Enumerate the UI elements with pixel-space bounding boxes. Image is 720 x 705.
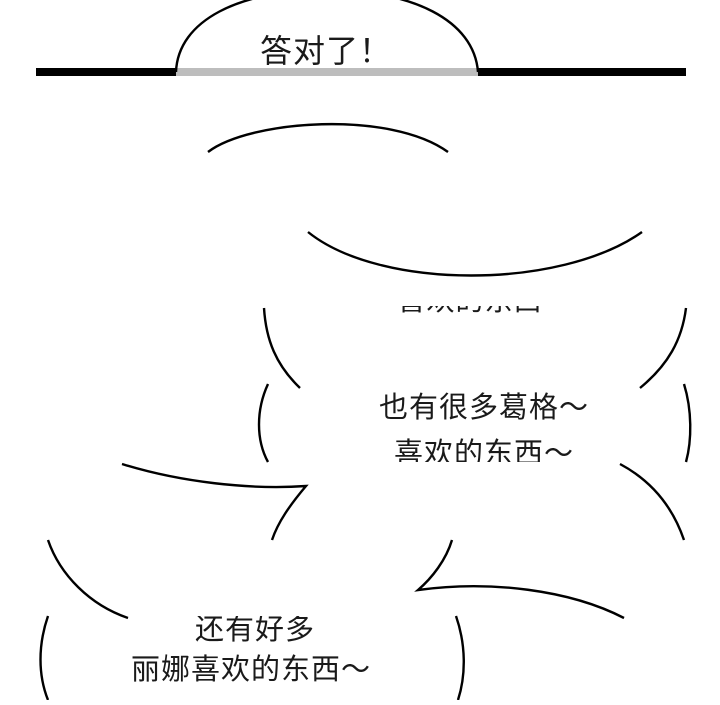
bubble-arc-b-right: [639, 307, 688, 389]
middle-bubble-line2-clip: 喜欢的东西～: [370, 432, 598, 462]
top-rule-right: [478, 68, 686, 76]
bottom-bubble-line2: 丽娜喜欢的东西～: [130, 652, 371, 686]
bubble-arc-e-left: [46, 539, 129, 620]
bottom-bubble-line1-clip: 还有好多: [170, 616, 340, 646]
bubble-arc-f-right: [454, 615, 465, 701]
upper-hidden-fragment: 喜欢的东西: [360, 306, 580, 318]
top-bubble-outline: [174, 0, 480, 73]
middle-bubble-line1: 也有很多葛格～: [378, 390, 589, 424]
bubble-arc-c-right: [682, 383, 692, 463]
bubble-arc-a-top: [207, 122, 449, 153]
top-bubble-text: 答对了！: [259, 32, 392, 70]
top-rule-left: [36, 68, 176, 76]
middle-bubble-line2: 喜欢的东西～: [393, 436, 574, 462]
bubble-arc-a-bottom: [307, 231, 643, 277]
bubble-arc-b-left: [262, 307, 301, 389]
bubble-arc-f-left: [39, 615, 50, 701]
bubble-arc-c-left: [257, 383, 270, 463]
bubble-tail-lower: [414, 539, 625, 620]
bottom-bubble-line1: 还有好多: [194, 616, 315, 646]
top-rule-band: [176, 68, 478, 76]
upper-hidden-fragment-clip: 喜欢的东西: [360, 306, 580, 318]
bubble-tail-upper: [121, 462, 309, 541]
bubble-arc-d-right: [619, 462, 686, 541]
